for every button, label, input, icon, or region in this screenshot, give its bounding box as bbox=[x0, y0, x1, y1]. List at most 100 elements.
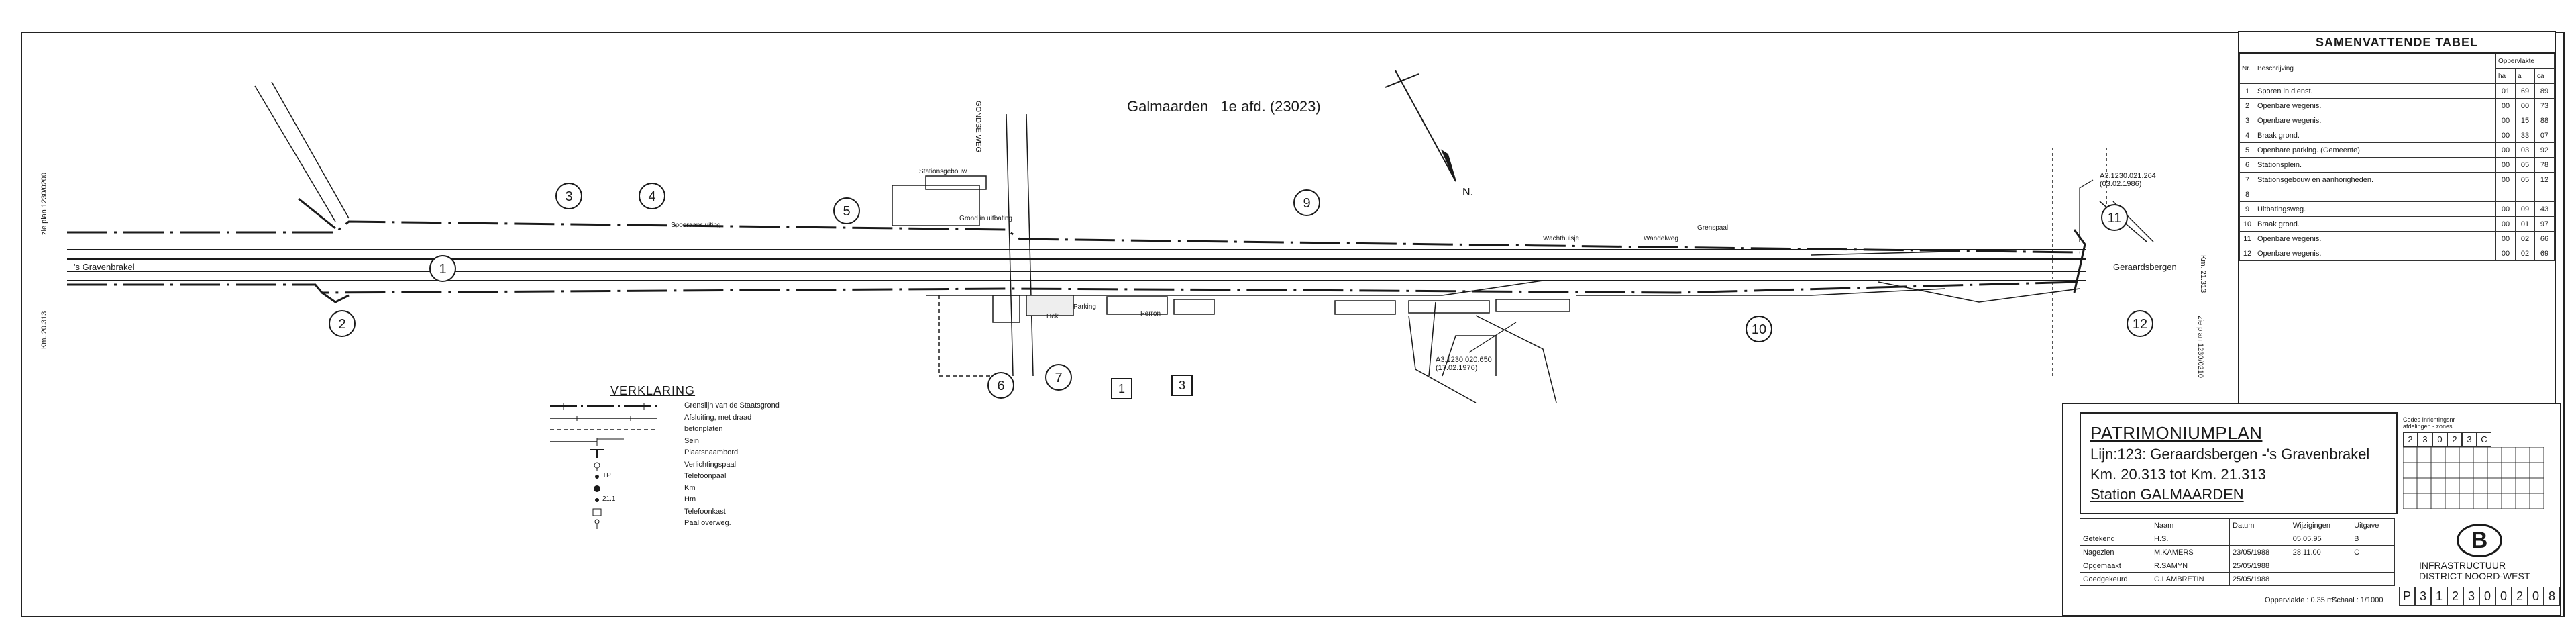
title-block: PATRIMONIUMPLAN Lijn:123: Geraardsbergen… bbox=[2062, 403, 2561, 616]
legend-item-label: Hm bbox=[684, 495, 696, 504]
station-heading-name: Galmaarden bbox=[1127, 98, 1209, 115]
legend-symbol bbox=[592, 508, 602, 516]
summary-head-area: Oppervlakte bbox=[2496, 54, 2555, 69]
signature-cell: Getekend bbox=[2080, 532, 2151, 546]
legend-item: Verlichtingspaal bbox=[550, 460, 845, 472]
legend-item-label: Plaatsnaambord bbox=[684, 448, 739, 457]
summary-cell-desc bbox=[2255, 187, 2496, 202]
signature-cell bbox=[2351, 572, 2395, 586]
summary-cell-ha: 00 bbox=[2496, 172, 2516, 187]
parcel-marker-label: 5 bbox=[843, 204, 850, 219]
legend-item-label: Paal overweg. bbox=[684, 519, 731, 527]
parcel-marker-circle bbox=[555, 183, 582, 209]
summary-head-desc: Beschrijving bbox=[2255, 54, 2496, 84]
right-direction-label: Geraardsbergen bbox=[2113, 262, 2177, 272]
summary-cell-a: 05 bbox=[2515, 157, 2535, 173]
summary-cell-ca: 89 bbox=[2534, 83, 2555, 99]
legend-symbol bbox=[595, 475, 599, 479]
code-digit: 3 bbox=[2418, 432, 2432, 447]
parcel-marker-circle bbox=[639, 183, 665, 209]
summary-cell-desc: Braak grond. bbox=[2255, 128, 2496, 143]
summary-cell-ca: 73 bbox=[2534, 98, 2555, 113]
plan-number-digit: P bbox=[2399, 587, 2415, 606]
plan-note: Parking bbox=[1073, 303, 1096, 311]
parcel-marker-label: 6 bbox=[997, 379, 1004, 393]
signature-cell: 25/05/1988 bbox=[2229, 572, 2290, 586]
north-arrow bbox=[1385, 70, 1456, 182]
summary-cell-desc: Stationsgebouw en aanhorigheden. bbox=[2255, 172, 2496, 187]
signature-cell bbox=[2351, 559, 2395, 573]
summary-cell-a: 02 bbox=[2515, 231, 2535, 246]
legend-symbol bbox=[594, 519, 600, 529]
signature-cell: 25/05/1988 bbox=[2229, 559, 2290, 573]
signature-cell: G.LAMBRETIN bbox=[2150, 572, 2231, 586]
station-heading: Galmaarden 1e afd. (23023) bbox=[1127, 98, 1321, 115]
code-digit: C bbox=[2477, 432, 2491, 447]
summary-cell-a: 03 bbox=[2515, 142, 2535, 158]
summary-title: SAMENVATTENDE TABEL bbox=[2239, 32, 2555, 54]
signature-cell: 23/05/1988 bbox=[2229, 545, 2290, 559]
railway-tracks bbox=[67, 249, 2086, 296]
km-range: Km. 20.313 tot Km. 21.313 bbox=[2090, 466, 2266, 483]
signature-cell: Nagezien bbox=[2080, 545, 2151, 559]
legend-item: betonplaten bbox=[550, 424, 845, 436]
summary-cell-ca: 43 bbox=[2534, 201, 2555, 217]
plan-note: Wachthuisje bbox=[1543, 235, 1580, 242]
legend-symbol bbox=[550, 415, 657, 421]
summary-cell-ha: 00 bbox=[2496, 231, 2516, 246]
summary-cell-ha: 01 bbox=[2496, 83, 2516, 99]
parcel-marker-circle bbox=[2101, 204, 2128, 231]
legend-symbol bbox=[550, 403, 657, 410]
summary-cell-desc: Uitbatingsweg. bbox=[2255, 201, 2496, 217]
legend-item-label: betonplaten bbox=[684, 425, 723, 433]
signature-cell: C bbox=[2351, 545, 2395, 559]
signature-cell bbox=[2229, 532, 2290, 546]
plan-number-digit: 2 bbox=[2512, 587, 2528, 606]
ref-top-right-code: A3.1230.021.264 bbox=[2100, 172, 2156, 180]
plan-number-digit: 0 bbox=[2496, 587, 2512, 606]
station-name: Station GALMAARDEN bbox=[2090, 486, 2244, 503]
summary-cell-ha: 00 bbox=[2496, 98, 2516, 113]
summary-cell-ha: 00 bbox=[2496, 216, 2516, 232]
signature-cell: M.KAMERS bbox=[2150, 545, 2231, 559]
signature-head-cell: Datum bbox=[2229, 518, 2290, 532]
code-label: Codes Inrichtingsnr afdelingen - zones bbox=[2403, 416, 2455, 430]
summary-cell-ha: 00 bbox=[2496, 201, 2516, 217]
legend-item: Sein bbox=[550, 436, 845, 448]
legend-item-label: Verlichtingspaal bbox=[684, 460, 737, 469]
ref-top-right: A3.1230.021.264 (03.02.1986) bbox=[2100, 172, 2156, 188]
code-grid bbox=[2403, 447, 2544, 509]
summary-cell-a: 09 bbox=[2515, 201, 2535, 217]
km-left-label: Km. 20.313 bbox=[40, 311, 48, 349]
ref-bottom: A3.1230.020.650 (17.02.1976) bbox=[1436, 356, 1492, 372]
parcel-marker-label: 11 bbox=[2108, 211, 2122, 226]
legend-symbol bbox=[550, 429, 657, 430]
parcel-marker-label: 12 bbox=[2133, 317, 2147, 332]
left-direction-label: 's Gravenbrakel bbox=[74, 262, 135, 272]
summary-cell-a: 05 bbox=[2515, 172, 2535, 187]
plan-number-digit: 1 bbox=[2431, 587, 2447, 606]
parcel-marker-circle bbox=[1293, 189, 1320, 216]
parcel-marker-label: 2 bbox=[338, 317, 345, 332]
legend-symbol bbox=[594, 485, 600, 492]
summary-head-a: a bbox=[2515, 68, 2535, 84]
summary-cell-desc: Openbare wegenis. bbox=[2255, 98, 2496, 113]
summary-cell-nr: 6 bbox=[2239, 157, 2255, 173]
legend-item: Telefoonkast bbox=[550, 507, 845, 519]
parcel-marker-label: 9 bbox=[1303, 196, 1310, 211]
signature-cell: Goedgekeurd bbox=[2080, 572, 2151, 586]
code-digit: 3 bbox=[2462, 432, 2477, 447]
summary-cell-ca: 07 bbox=[2534, 128, 2555, 143]
ref-top-right-date: (03.02.1986) bbox=[2100, 180, 2142, 188]
summary-cell-desc: Stationsplein. bbox=[2255, 157, 2496, 173]
summary-cell-ca: 66 bbox=[2534, 231, 2555, 246]
signature-cell bbox=[2289, 559, 2352, 573]
